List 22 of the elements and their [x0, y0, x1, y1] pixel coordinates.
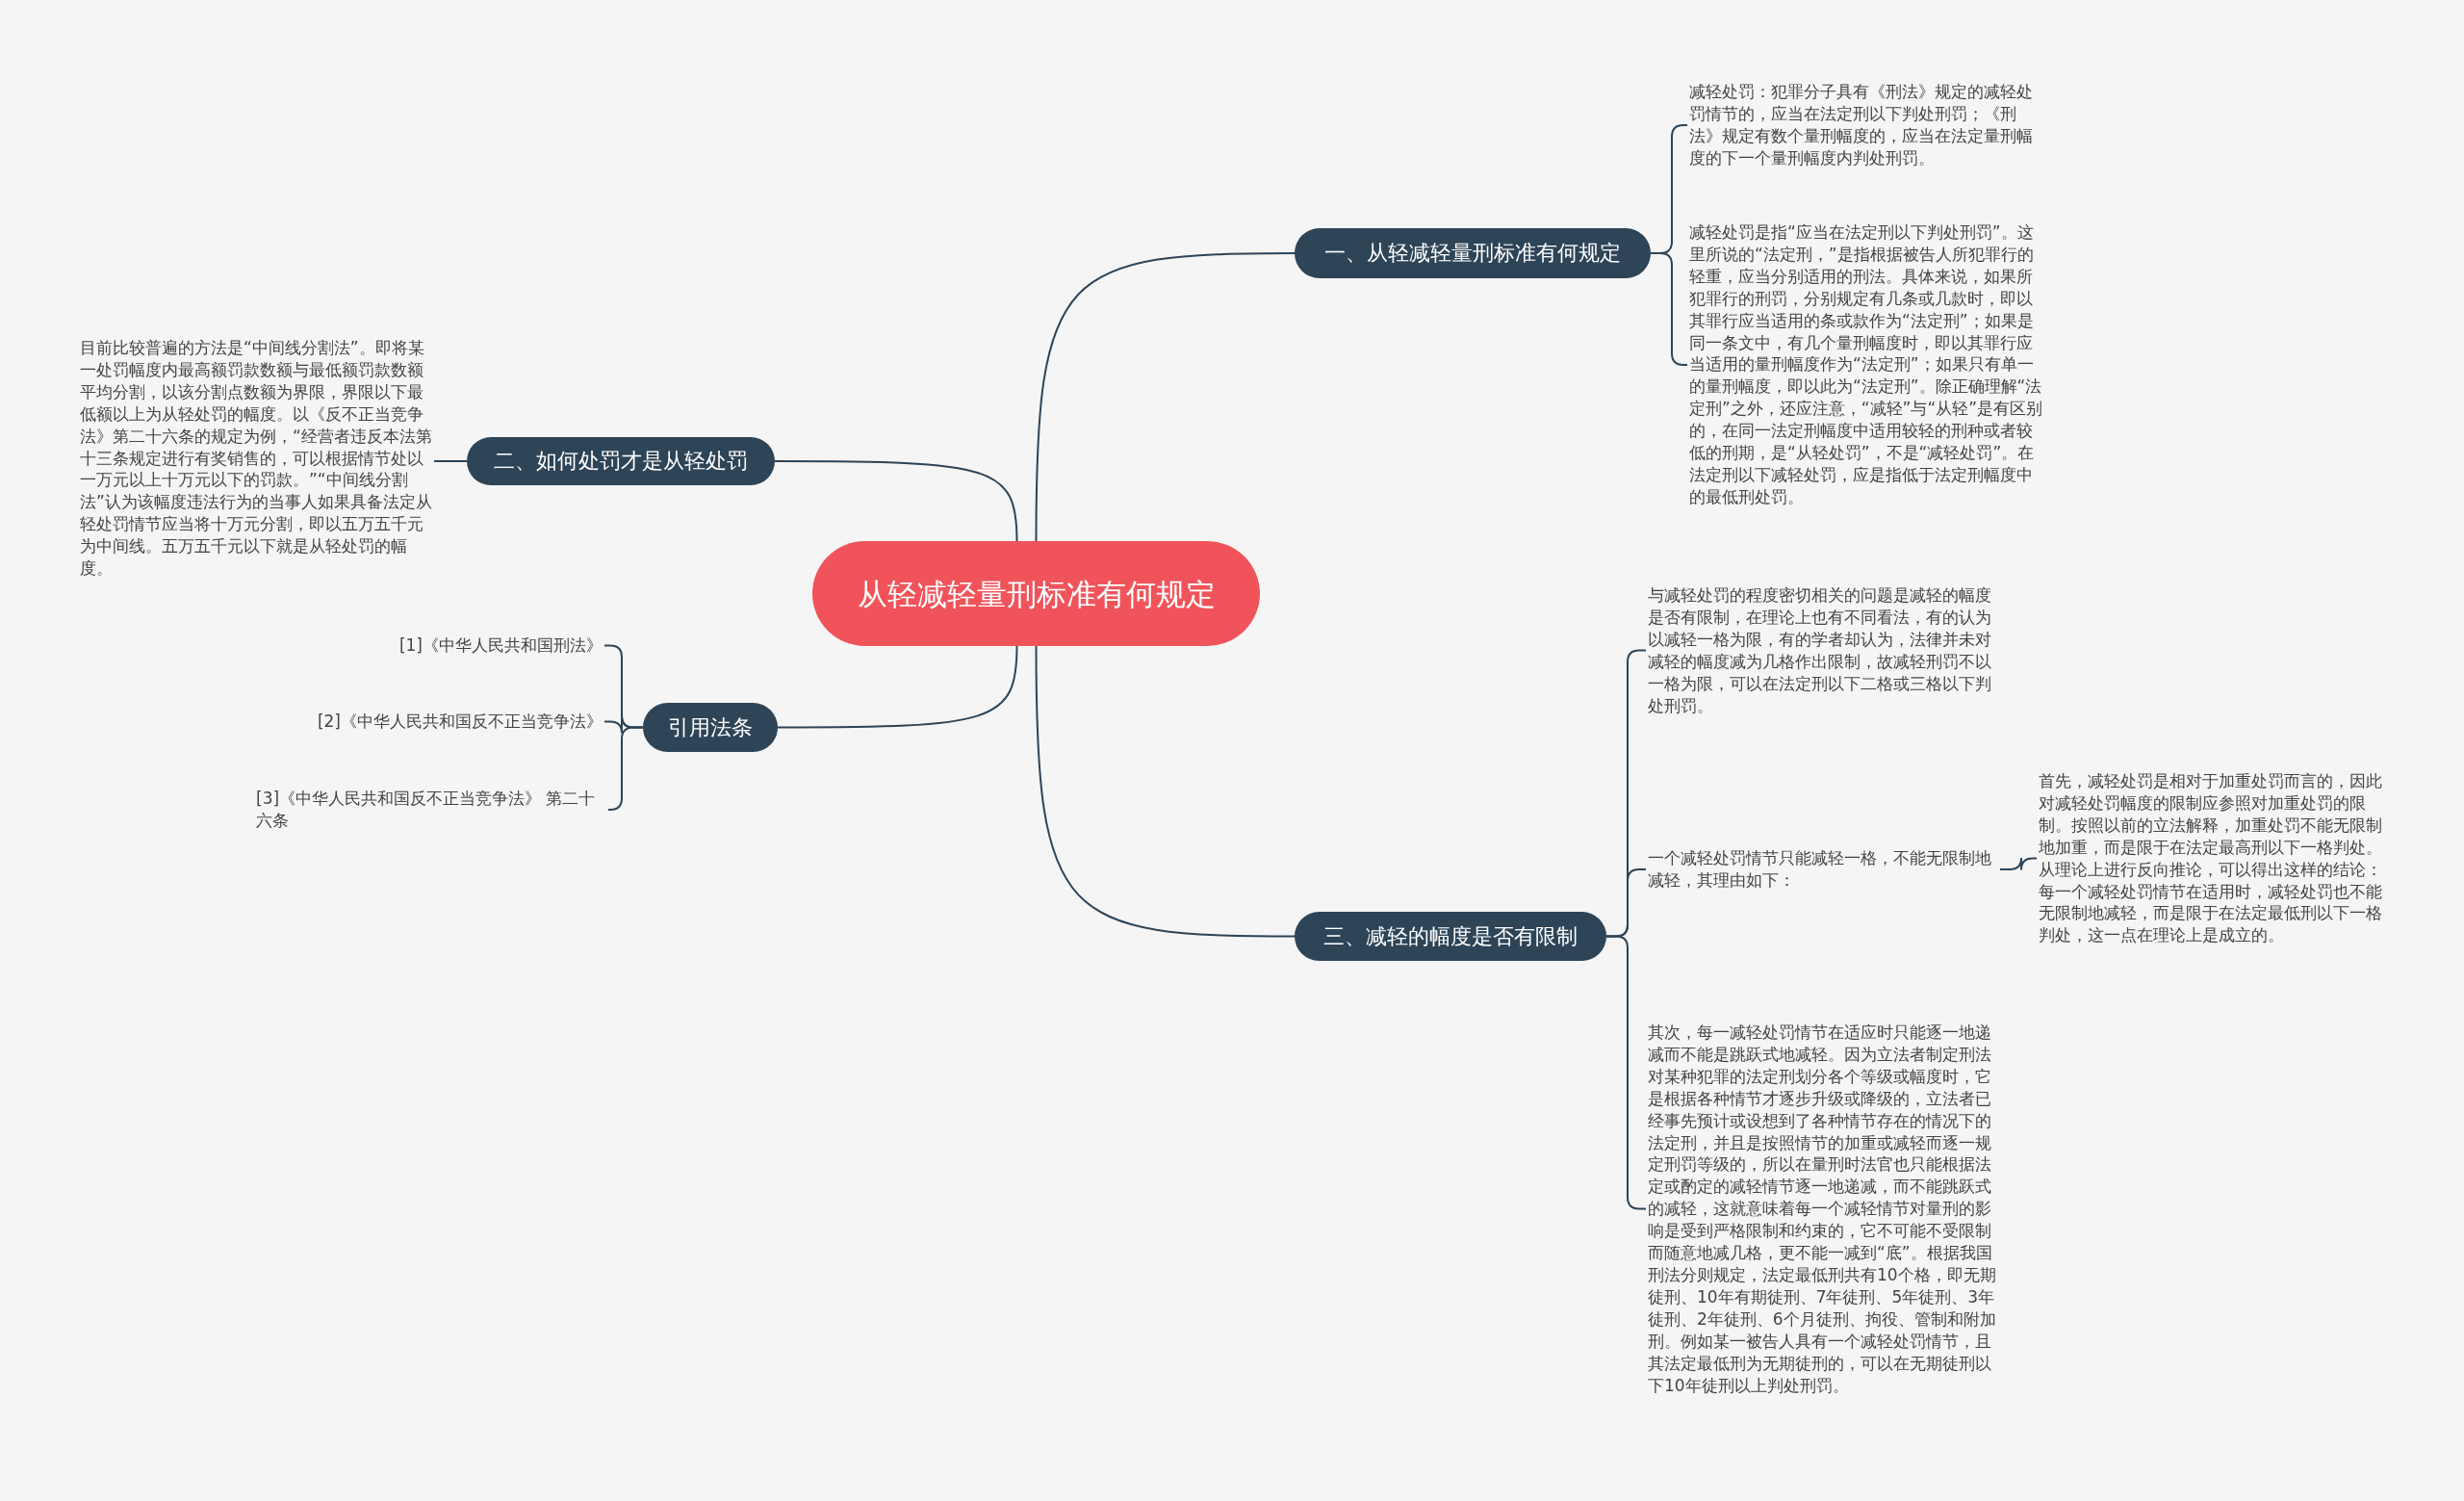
note-text: 减轻处罚是指“应当在法定刑以下判处刑罚”。这里所说的“法定刑，”是指根据被告人所犯罪行的轻重，应当分别适用的刑法。具体来说，如果所犯罪行的刑罚，分别规定有几条或几款时，即以其罪行应当适用的条或款作为“法定刑”；如果是同一条文中，有几个量刑幅度时，即以其罪行应当适用的量刑幅度作为“法定刑”；如果只有单一的量刑幅度，即以此为“法定刑”。除正确理解“法定刑”之外，还应注意，“减轻”与“从轻”是有区别的，在同一法定刑幅度中适用较轻的刑种或者较低的刑期，是“从轻处罚”，不是“减轻处罚”。在法定刑以下减轻处罚，应是指低于法定刑幅度中的最低刑处罚。	[1689, 221, 2047, 508]
note-text: [3]《中华人民共和国反不正当竞争法》 第二十六条	[256, 788, 606, 832]
central-topic-box: 从轻减轻量刑标准有何规定	[812, 541, 1260, 646]
topic-box: 二、如何处罚才是从轻处罚	[467, 437, 775, 485]
note-text: 减轻处罚：犯罪分子具有《刑法》规定的减轻处罚情节的，应当在法定刑以下判处刑罚；《刑法》规定有数个量刑幅度的，应当在法定量刑幅度的下一个量刑幅度内判处刑罚。	[1689, 81, 2047, 169]
topic-box: 三、减轻的幅度是否有限制	[1295, 912, 1606, 961]
note-text: 目前比较普遍的方法是“中间线分割法”。即将某一处罚幅度内最高额罚款数额与最低额罚款数额平均分割，以该分割点数额为界限，界限以下最低额以上为从轻处罚的幅度。以《反不正当竞争法》第二十六条的规定为例，“经营者违反本法第十三条规定进行有奖销售的，可以根据情节处以一万元以上十万元以下的罚款。”“中间线分割法”认为该幅度违法行为的当事人如果具备法定从轻处罚情节应当将十万元分割，即以五万五千元为中间线。五万五千元以下就是从轻处罚的幅度。	[80, 337, 432, 580]
note-text: 首先，减轻处罚是相对于加重处罚而言的，因此对减轻处罚幅度的限制应参照对加重处罚的限制。按照以前的立法解释，加重处罚不能无限制地加重，而是限于在法定最高刑以下一格判处。从理论上进行反向推论，可以得出这样的结论：每一个减轻处罚情节在适用时，减轻处罚也不能无限制地减轻，而是限于在法定最低刑以下一格判处，这一点在理论上是成立的。	[2039, 770, 2391, 947]
connector-line	[1999, 857, 2038, 871]
connector-line	[1035, 645, 1296, 938]
connector-line	[607, 726, 644, 811]
note-text: 与减轻处罚的程度密切相关的问题是减轻的幅度是否有限制，在理论上也有不同看法，有的认为以减轻一格为限，有的学者却认为，法律并未对减轻的幅度减为几格作出限制，故减轻刑罚不以一格为限，可以在法定刑以下二格或三格以下判处刑罚。	[1648, 584, 2000, 717]
topic-box: 一、从轻减轻量刑标准有何规定	[1295, 228, 1651, 278]
connector-line	[774, 460, 1018, 542]
note-text: 一个减轻处罚情节只能减轻一格，不能无限制地减轻，其理由如下：	[1648, 847, 2000, 892]
topic-box: 引用法条	[643, 703, 778, 752]
note-text: [1]《中华人民共和国刑法》	[289, 634, 603, 657]
connector-line	[1035, 252, 1296, 542]
note-text: 其次，每一减轻处罚情节在适应时只能逐一地递减而不能是跳跃式地减轻。因为立法者制定刑法对某种犯罪的法定刑划分各个等级或幅度时，它是根据各种情节才逐步升级或降级的，立法者已经事先预计或设想到了各种情节存在的情况下的法定刑，并且是按照情节的加重或减轻而逐一规定刑罚等级的，所以在量刑时法官也只能根据法定或酌定的减轻情节逐一地递减，而不能跳跃式的减轻，这就意味着每一个减轻情节对量刑的影响是受到严格限制和约束的，它不可能不受限制而随意地减几格，更不能一减到“底”。根据我国刑法分则规定，法定最低刑共有10个格，即无期徒刑、10年有期徒刑、7年徒刑、5年徒刑、3年徒刑、2年徒刑、6个月徒刑、拘役、管制和附加刑。例如某一被告人具有一个减轻处罚情节，且其法定最低刑为无期徒刑的，可以在无期徒刑以下10年徒刑以上判处刑罚。	[1648, 1022, 2000, 1397]
note-text: [2]《中华人民共和国反不正当竞争法》	[250, 711, 603, 733]
connector-line	[433, 460, 468, 462]
connector-line	[777, 645, 1018, 729]
